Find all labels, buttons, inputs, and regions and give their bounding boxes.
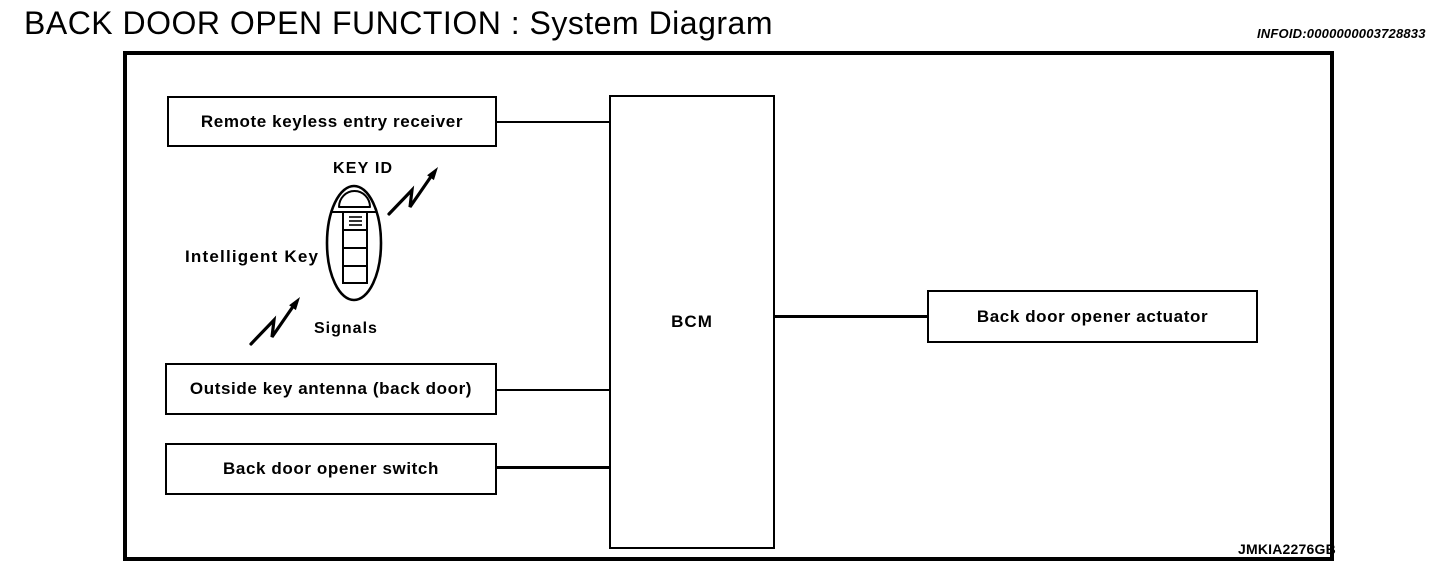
infoid-label: INFOID:0000000003728833 <box>1257 26 1426 41</box>
box-bcm: BCM <box>609 95 775 549</box>
label-intelligent-key: Intelligent Key <box>185 247 320 266</box>
box-outside-key-antenna: Outside key antenna (back door) <box>165 363 497 415</box>
connector-receiver-to-bcm <box>497 121 609 123</box>
figure-code: JMKIA2276GB <box>1238 541 1336 557</box>
box-back-door-opener-actuator: Back door opener actuator <box>927 290 1258 343</box>
page-title: BACK DOOR OPEN FUNCTION : System Diagram <box>24 5 773 41</box>
box-back-door-opener-switch: Back door opener switch <box>165 443 497 495</box>
intelligent-key-fob-icon <box>325 184 383 302</box>
box-label: Back door opener switch <box>223 459 439 478</box>
label-signals: Signals <box>314 320 378 337</box>
box-remote-keyless-entry-receiver: Remote keyless entry receiver <box>167 96 497 147</box>
box-label: Remote keyless entry receiver <box>200 111 464 131</box>
box-label: Back door opener actuator <box>976 306 1209 326</box>
box-label: Outside key antenna (back door) <box>189 379 473 398</box>
signal-arrow-icon <box>249 297 300 346</box>
connector-antenna-to-bcm <box>497 389 609 391</box>
label-key-id: KEY ID <box>333 160 394 177</box>
connector-bcm-to-actuator <box>775 315 927 318</box>
signal-arrow-icon <box>387 167 438 216</box>
connector-switch-to-bcm <box>497 466 609 469</box>
box-label: BCM <box>671 312 713 331</box>
